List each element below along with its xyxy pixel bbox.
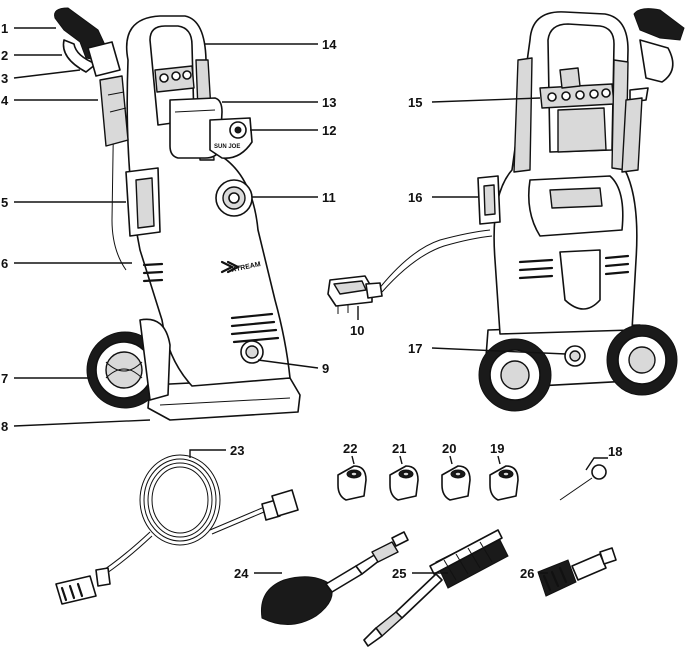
callout-numbers: 1 2 3 4 5 6 7 8 9 10 11 12 13 14 15 16 1… (1, 21, 622, 581)
pressure-washer-front-view: SUN JOE XTREAM (54, 7, 301, 421)
cleaning-pin (559, 464, 607, 501)
wheel-rear-right (606, 324, 678, 396)
callout-11: 11 (322, 190, 336, 205)
high-pressure-hose (55, 454, 299, 605)
nozzle-19 (489, 465, 519, 501)
callout-8: 8 (1, 419, 8, 434)
utility-brush (363, 529, 509, 647)
callout-2: 2 (1, 48, 8, 63)
callout-6: 6 (1, 256, 8, 271)
callout-1: 1 (1, 21, 8, 36)
callout-14: 14 (322, 37, 337, 52)
callout-15: 15 (408, 95, 422, 110)
nozzle-21 (389, 465, 419, 501)
callout-25: 25 (392, 566, 406, 581)
callout-23: 23 (230, 443, 244, 458)
nozzle-22 (337, 465, 367, 501)
spray-gun-rear (621, 8, 685, 173)
callout-19: 19 (490, 441, 504, 456)
callout-3: 3 (1, 71, 8, 86)
brand-logo-text: SUN JOE (214, 144, 240, 150)
callout-7: 7 (1, 371, 8, 386)
callout-5: 5 (1, 195, 8, 210)
callout-22: 22 (343, 441, 357, 456)
callout-20: 20 (442, 441, 456, 456)
callout-24: 24 (234, 566, 249, 581)
callout-21: 21 (392, 441, 406, 456)
callout-26: 26 (520, 566, 534, 581)
pressure-washer-rear-view (477, 8, 685, 412)
callout-9: 9 (322, 361, 329, 376)
leader-lines (13, 27, 608, 574)
spray-gun (54, 7, 129, 147)
nozzle-storage (539, 67, 615, 109)
turbo-nozzle (537, 547, 617, 597)
callout-12: 12 (322, 123, 336, 138)
nozzle-20 (441, 465, 471, 501)
callout-13: 13 (322, 95, 336, 110)
rear-grille (518, 254, 630, 280)
callout-4: 4 (1, 93, 9, 108)
wheel-rear-left (478, 338, 552, 412)
rotating-brush (260, 531, 409, 625)
callout-17: 17 (408, 341, 422, 356)
callout-16: 16 (408, 190, 422, 205)
callout-18: 18 (608, 444, 622, 459)
callout-10: 10 (350, 323, 364, 338)
brand-logo-plate (209, 117, 253, 159)
front-grille (230, 312, 280, 344)
power-cord-gfci (327, 229, 493, 314)
